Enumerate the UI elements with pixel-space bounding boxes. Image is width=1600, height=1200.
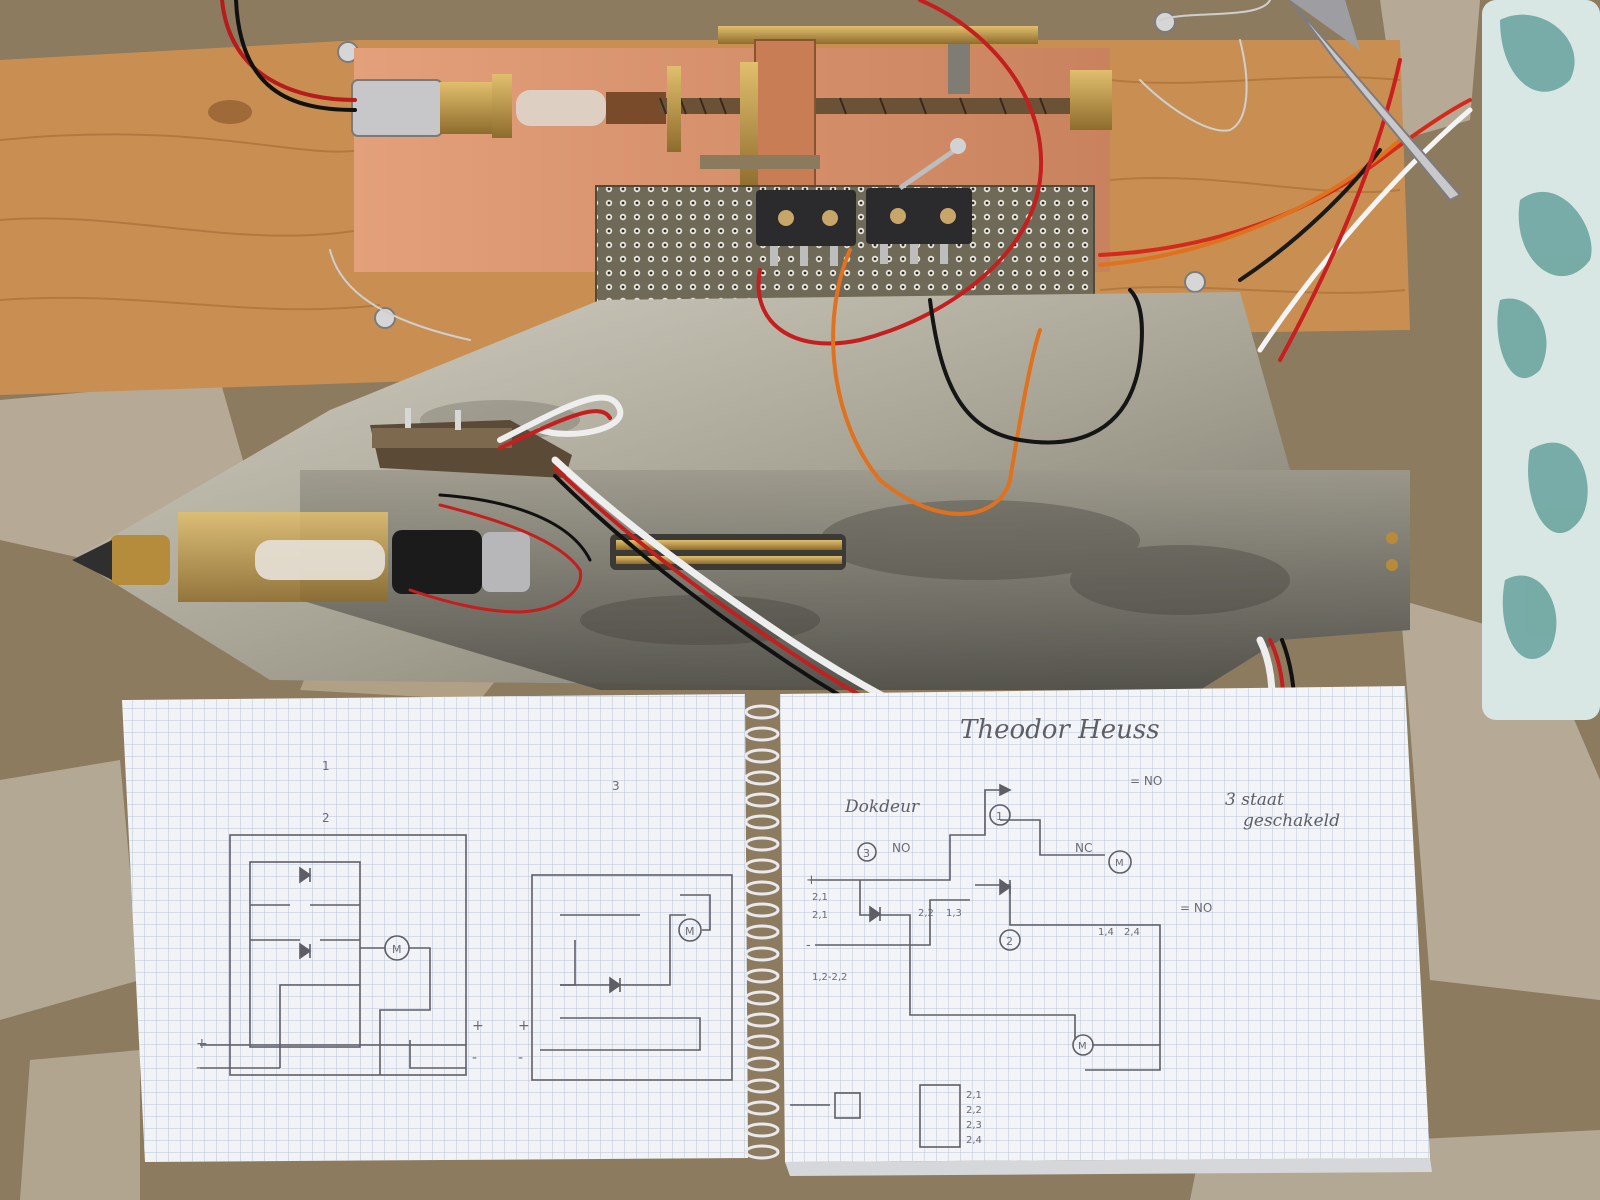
diagram-3-minus: - [518, 1050, 523, 1066]
contact-left-1: 2,1 [812, 892, 828, 903]
sliding-carriage [700, 26, 1038, 191]
note-no-right: = NO [1180, 901, 1212, 915]
left-diagram-2 [200, 834, 467, 1076]
switch-label-2: 2 [1006, 935, 1013, 948]
diagram-2-minus: - [196, 1060, 201, 1076]
contact-mid-2: 1,3 [946, 908, 962, 919]
top-motor [351, 74, 666, 138]
front-motor-assembly [72, 512, 530, 602]
note-nc: NC [1075, 841, 1092, 855]
diagram-2-motor-label: M [392, 943, 402, 956]
left-diagram-3 [531, 874, 733, 1081]
diagram-3-motor-label: M [685, 925, 695, 938]
legend-4: 2,4 [966, 1135, 982, 1146]
diagram-3-plus: + [518, 1018, 530, 1034]
notebook-title: Theodor Heuss [960, 715, 1160, 745]
right-page-minus: - [806, 938, 811, 953]
scissors [1289, 0, 1462, 202]
diagram-2-plus: + [196, 1036, 208, 1052]
fig-label-2: 2 [322, 811, 330, 825]
diagram-2-out-minus: - [472, 1050, 477, 1066]
contact-mid-1: 2,2 [918, 908, 934, 919]
cloth-pattern [1497, 14, 1592, 660]
contact-right-2: 2,4 [1124, 927, 1140, 938]
steel-hull-side [300, 470, 1410, 690]
microswitch-right [866, 138, 972, 264]
note-staat-line-1: 3 staat [1225, 790, 1284, 810]
motor-label-1: M [1115, 858, 1124, 869]
legend-3: 2,3 [966, 1120, 982, 1131]
contact-bridge: 1,2-2,2 [812, 972, 847, 983]
switch-label-3: 3 [863, 847, 870, 860]
right-diagram-switch-circles [857, 804, 1021, 951]
notebook-right-grid [780, 686, 1430, 1162]
right-page-plus: + [806, 873, 817, 888]
switch-label-1: 1 [996, 810, 1003, 823]
microswitch-left [756, 190, 856, 266]
note-dokdeur: Dokdeur [844, 797, 920, 817]
wood-knot [208, 100, 252, 124]
diagram-2-out-plus: + [472, 1018, 484, 1034]
note-staat-line-2: geschakeld [1243, 811, 1340, 831]
right-diagram-circuit [790, 783, 1161, 1148]
notebook-left-grid [122, 694, 748, 1162]
legend-1: 2,1 [966, 1090, 982, 1101]
motor-label-2: M [1078, 1041, 1087, 1052]
wood-grain [0, 76, 1406, 311]
legend-2: 2,2 [966, 1105, 982, 1116]
note-no-left: NO [892, 841, 910, 855]
spiral-binding [744, 704, 780, 1160]
note-no-top: = NO [1130, 774, 1162, 788]
fig-label-1: 1 [322, 759, 330, 773]
slide-switch-block [370, 408, 572, 478]
contact-right-1: 1,4 [1098, 927, 1114, 938]
fig-label-3: 3 [612, 779, 620, 793]
contact-left-2: 2,1 [812, 910, 828, 921]
